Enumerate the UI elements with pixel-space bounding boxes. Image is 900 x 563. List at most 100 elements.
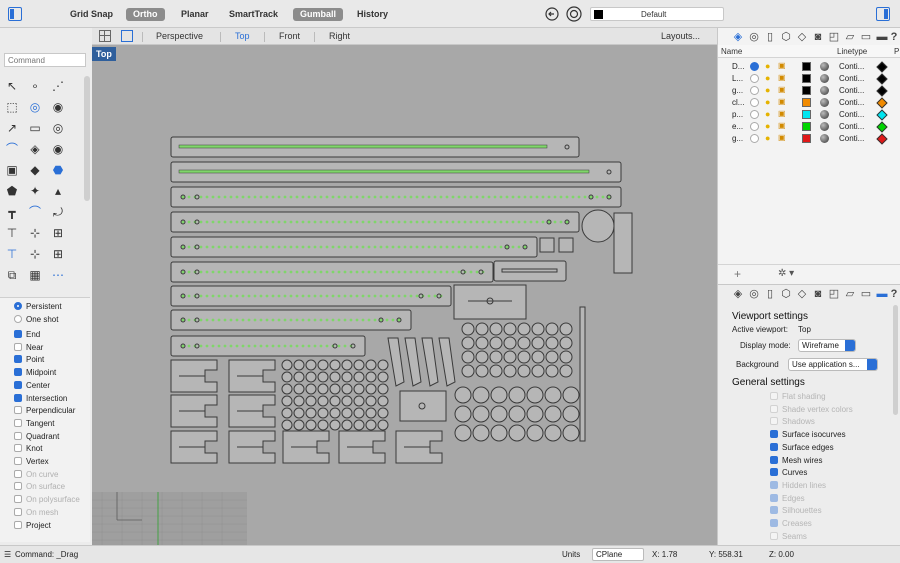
hole[interactable] <box>355 270 359 274</box>
hole[interactable] <box>283 270 287 274</box>
hole[interactable] <box>391 195 395 199</box>
hole[interactable] <box>265 294 269 298</box>
hole[interactable] <box>289 344 293 348</box>
hole[interactable] <box>403 294 407 298</box>
washer[interactable] <box>545 350 559 364</box>
hole[interactable] <box>349 220 353 224</box>
hole[interactable] <box>373 245 377 249</box>
hole[interactable] <box>343 220 347 224</box>
hole[interactable] <box>271 195 275 199</box>
hole[interactable] <box>451 270 455 274</box>
washer[interactable] <box>454 386 472 404</box>
hole[interactable] <box>564 144 570 150</box>
hole[interactable] <box>259 318 263 322</box>
hole[interactable] <box>295 318 299 322</box>
hole[interactable] <box>307 245 311 249</box>
tool-button[interactable]: ⊞ <box>52 247 64 261</box>
document-icon[interactable]: ▯ <box>766 288 774 300</box>
hole[interactable] <box>487 195 491 199</box>
hole[interactable] <box>343 195 347 199</box>
washer[interactable] <box>475 322 489 336</box>
lightbulb-icon[interactable]: ● <box>765 133 771 143</box>
hole[interactable] <box>325 220 329 224</box>
hole[interactable] <box>433 294 437 298</box>
hole[interactable] <box>313 245 317 249</box>
hole[interactable] <box>199 220 203 224</box>
washer[interactable] <box>353 407 365 419</box>
hole[interactable] <box>457 270 461 274</box>
layers-icon[interactable]: ◈ <box>733 288 743 300</box>
hole[interactable] <box>187 220 191 224</box>
hole[interactable] <box>385 245 389 249</box>
setting-option[interactable]: Silhouettes <box>770 506 822 515</box>
layer-row[interactable]: g...●▣Conti... <box>718 85 900 97</box>
washer[interactable] <box>489 336 503 350</box>
hole[interactable] <box>319 318 323 322</box>
display-icon[interactable]: ▬ <box>876 288 888 300</box>
hole[interactable] <box>199 270 203 274</box>
col-print[interactable]: P <box>894 47 900 56</box>
hole[interactable] <box>307 270 311 274</box>
washer[interactable] <box>281 359 293 371</box>
hole[interactable] <box>319 294 323 298</box>
smarttrack-toggle[interactable]: SmartTrack <box>229 9 279 19</box>
hole[interactable] <box>439 245 443 249</box>
layer-linetype[interactable]: Conti... <box>839 74 865 83</box>
hole[interactable] <box>247 245 251 249</box>
lock-icon[interactable]: ▣ <box>778 73 786 82</box>
washer[interactable] <box>317 371 329 383</box>
print-color-icon[interactable] <box>876 121 888 133</box>
hole[interactable] <box>217 294 221 298</box>
layer-row[interactable]: g...●▣Conti... <box>718 133 900 145</box>
osnap-one-shot[interactable]: One shot <box>14 315 58 324</box>
hole[interactable] <box>211 220 215 224</box>
osnap-item[interactable]: Midpoint <box>14 368 56 377</box>
hole[interactable] <box>541 195 545 199</box>
hole[interactable] <box>355 318 359 322</box>
hole[interactable] <box>493 220 497 224</box>
hole[interactable] <box>223 318 227 322</box>
hole[interactable] <box>418 402 426 410</box>
setting-option[interactable]: Edges <box>770 493 805 503</box>
osnap-persistent[interactable]: Persistent <box>14 302 62 311</box>
hole[interactable] <box>211 344 215 348</box>
hole[interactable] <box>259 245 263 249</box>
hole[interactable] <box>361 245 365 249</box>
help-icon[interactable]: ? <box>890 288 898 300</box>
washer[interactable] <box>329 383 341 395</box>
hole[interactable] <box>373 318 377 322</box>
hole[interactable] <box>463 195 467 199</box>
print-color-icon[interactable] <box>876 109 888 121</box>
washer[interactable] <box>531 364 545 378</box>
washer[interactable] <box>353 371 365 383</box>
washer[interactable] <box>305 359 317 371</box>
hole[interactable] <box>577 195 581 199</box>
cad-drawing[interactable] <box>92 45 717 545</box>
named-view-icon[interactable]: ◰ <box>828 288 840 300</box>
hole[interactable] <box>349 294 353 298</box>
hole[interactable] <box>421 195 425 199</box>
washer[interactable] <box>526 405 544 423</box>
hole[interactable] <box>331 294 335 298</box>
hole[interactable] <box>187 318 191 322</box>
hole[interactable] <box>194 194 200 200</box>
hole[interactable] <box>205 195 209 199</box>
toolbar-scrollbar[interactable] <box>84 76 90 201</box>
hole[interactable] <box>343 344 347 348</box>
hole[interactable] <box>331 245 335 249</box>
layer-row[interactable]: cl...●▣Conti... <box>718 97 900 109</box>
washer[interactable] <box>489 364 503 378</box>
hole[interactable] <box>223 220 227 224</box>
hole[interactable] <box>350 343 356 349</box>
hole[interactable] <box>187 344 191 348</box>
hole[interactable] <box>241 220 245 224</box>
osnap-item[interactable]: Project <box>14 520 51 530</box>
washer[interactable] <box>517 364 531 378</box>
units-label[interactable]: Units <box>562 550 581 559</box>
hole[interactable] <box>241 318 245 322</box>
layer-color-swatch[interactable] <box>802 74 811 83</box>
washer[interactable] <box>517 322 531 336</box>
hole[interactable] <box>205 220 209 224</box>
washer[interactable] <box>545 336 559 350</box>
print-color-icon[interactable] <box>876 61 888 73</box>
